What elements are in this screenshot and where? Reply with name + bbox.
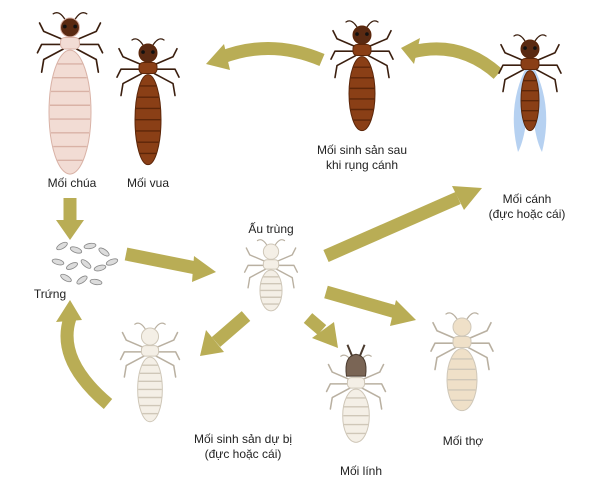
arrow-supplementary-to-eggs [56,300,113,409]
queen-termite-icon [36,11,104,175]
queen-label: Mối chúa [47,176,97,190]
arrow-nymph-to-supplementary [200,311,251,356]
soldier-termite-icon [325,344,387,443]
worker-label: Mối thợ [442,434,484,448]
worker-termite-icon [430,312,494,412]
supplementary-reproductive-label: Mối sinh sản dự bị (đực hoặc cái) [193,432,293,461]
arrow-nymph-to-soldier [303,313,338,348]
dealate-reproductive-icon [330,20,394,132]
king-termite-icon [116,38,180,166]
nymph-label: Ấu trùng [248,222,294,236]
arrow-nymph-to-alate [323,186,482,262]
eggs-icon [51,241,119,286]
arrow-queen-to-eggs [56,198,84,240]
secondary-reproductive-label: Mối sinh sản sau khi rụng cánh [316,143,408,172]
termite-layer [36,11,562,443]
arrow-secondary-to-queen [206,41,325,70]
alate-label: Mối cánh (đực hoặc cái) [488,192,566,221]
winged-termite-icon [498,34,562,153]
nymph-termite-icon [243,239,299,312]
king-label: Mối vua [126,176,170,190]
arrow-layer [56,38,503,409]
arrow-nymph-to-worker [324,285,416,326]
eggs-label: Trứng [33,287,67,301]
soldier-label: Mối lính [339,464,383,478]
supplementary-reproductive-icon [119,322,181,423]
arrow-alate-to-secondary [401,38,503,79]
arrow-eggs-to-nymph [124,247,216,282]
